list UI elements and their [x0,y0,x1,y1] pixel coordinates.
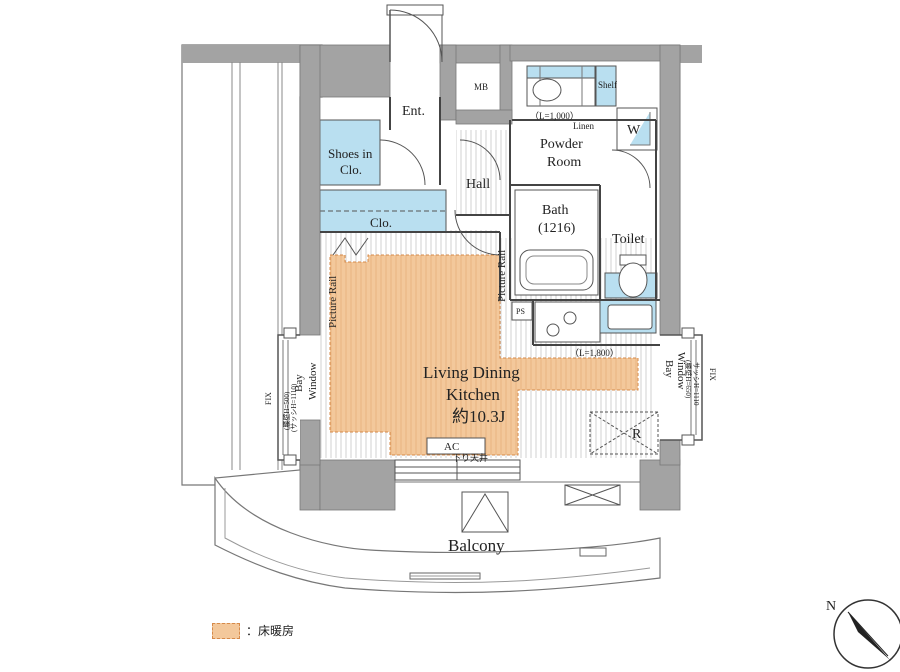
toilet-fixture [618,254,648,298]
label-hall: Hall [466,177,490,192]
label-bay-window-right-1: Bay [663,360,675,378]
legend-label: ：床暖房 [246,624,295,638]
label-bay-right-detail-1: (腰壁H=650) [684,360,693,399]
kitchen-counter [511,301,601,343]
hall-door-swing [379,139,426,186]
label-washer: W [627,123,641,138]
label-powder-room-1: Powder [540,137,583,152]
hall-door-swing-2 [459,139,501,181]
compass-north-label: N [826,599,836,614]
label-toilet: Toilet [612,232,645,247]
label-ldk-3: 約10.3J [452,407,506,426]
balcony-window [394,459,521,481]
compass: N [826,599,900,669]
label-picture-rail-left: Picture Rail [327,276,339,328]
label-ldk-1: Living Dining [423,363,520,382]
entrance-door [386,4,444,63]
label-ldk-2: Kitchen [446,385,500,404]
label-fix-right: FIX [708,368,717,381]
label-balcony: Balcony [448,536,505,555]
floor-heating-zone [329,254,639,456]
label-bay-window-right-2: Window [675,352,687,389]
label-ac: AC [444,441,459,453]
label-shelf: Shelf [598,80,617,90]
label-bay-window-left-2: Window [307,363,319,400]
legend: ：床暖房 [212,622,294,639]
ldk-door-swing [454,209,501,256]
shoes-closet-storage [319,119,381,186]
label-bay-left-detail-1: (腰壁H=500) [282,391,291,430]
label-bay-left-detail-2: (サッシH=1110) [290,383,298,432]
label-ps: PS [516,307,525,316]
toilet-door-swing [611,149,651,189]
label-bay-right-detail-2: サッシH=1110 [692,362,700,406]
bath-unit [514,189,599,296]
label-fix-left: FIX [264,392,273,405]
partitions [320,97,660,346]
label-ceiling-drop: 下り天井 [452,452,488,463]
bay-window-left [277,327,300,466]
label-mb: MB [474,82,488,92]
label-shoes-closet-2: Clo. [340,162,362,177]
walls [299,44,681,511]
balcony-area [214,476,661,594]
label-bath-2: (1216) [538,221,576,236]
label-bay-window-left-1: Bay [293,374,305,392]
label-refrigerator: R [632,427,642,442]
label-shoes-closet-1: Shoes in [328,146,373,161]
label-entrance: Ent. [402,104,425,119]
label-closet: Clo. [370,215,392,230]
refrigerator [589,411,659,455]
label-powder-room-2: Room [547,155,581,170]
label-kitchen-length: （L=1,800） [570,348,619,358]
label-bath-1: Bath [542,203,568,218]
air-conditioner [426,437,486,455]
label-shelf-length: （L=1,000） [530,111,579,121]
hall-floor [456,130,510,215]
right-exterior-walls [679,45,702,335]
label-linen: Linen [573,121,594,131]
legend-swatch [212,622,240,639]
powder-sink [532,78,562,102]
closet-folding-door [332,237,369,256]
label-picture-rail-right: Picture Rail [496,250,508,302]
